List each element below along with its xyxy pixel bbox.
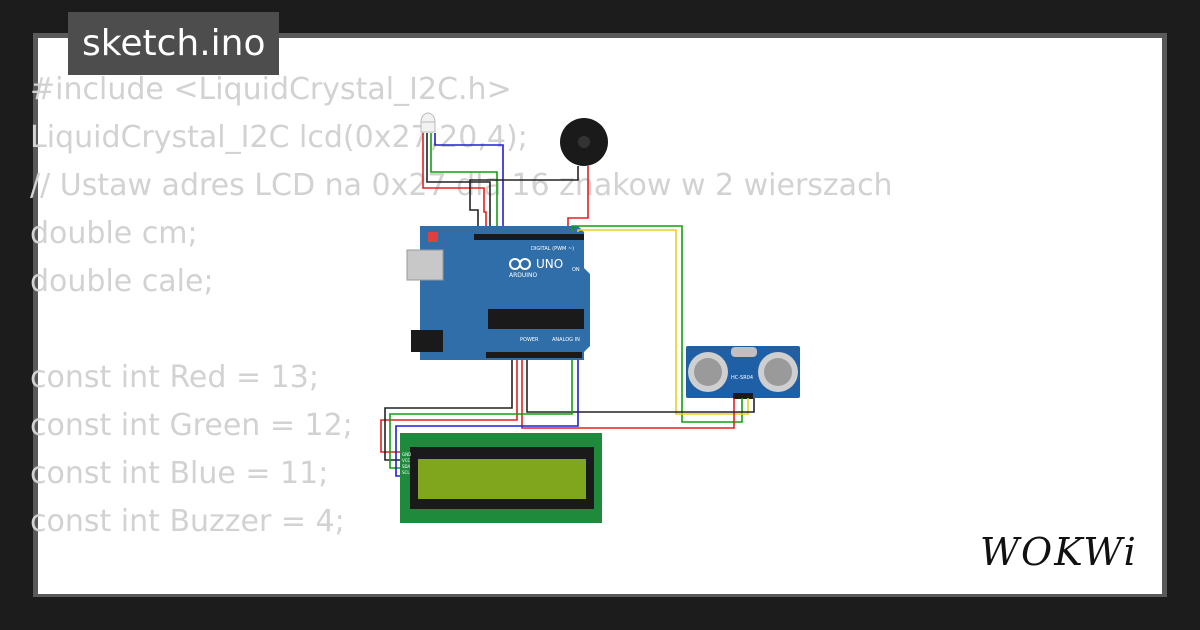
lcd-pin-gnd: GND [402, 452, 411, 457]
code-line: #include <LiquidCrystal_I2C.h> [30, 72, 512, 107]
wires-bottom [380, 225, 755, 477]
rgb-led [420, 112, 436, 133]
power-label: POWER [520, 337, 539, 343]
power-jack [411, 330, 443, 352]
buzzer [560, 118, 608, 166]
arduino-label: ARDUINO [509, 272, 538, 279]
lcd-pin-sda: SDA [402, 464, 411, 469]
svg-text:WOKWi: WOKWi [980, 530, 1138, 574]
sensor-label: HC-SR04 [731, 375, 753, 381]
wokwi-logo: WOKWi [980, 530, 1138, 574]
code-line: double cale; [30, 264, 214, 299]
code-line: const int Green = 12; [30, 408, 353, 443]
code-line: LiquidCrystal_I2C lcd(0x27,20,4); [30, 120, 528, 155]
lcd-pin-vcc: VCC [402, 458, 411, 463]
analog-label: ANALOG IN [552, 337, 580, 343]
lcd-display: GND VCC SDA SCL [400, 433, 602, 523]
code-line: const int Buzzer = 4; [30, 504, 345, 539]
lcd-pin-scl: SCL [402, 470, 410, 475]
digital-label: DIGITAL (PWM ~) [531, 246, 574, 252]
code-line: double cm; [30, 216, 198, 251]
sketch-title: sketch.ino [68, 12, 280, 75]
reset-button [428, 232, 438, 242]
code-preview: #include <LiquidCrystal_I2C.h> LiquidCry… [30, 66, 893, 594]
code-line: const int Blue = 11; [30, 456, 329, 491]
uno-label: UNO [536, 257, 563, 271]
arduino-uno: UNO ARDUINO DIGITAL (PWM ~) POWER ANALOG… [406, 226, 590, 360]
code-line: const int Red = 13; [30, 360, 319, 395]
on-label: ON [572, 267, 580, 273]
wires-top [422, 133, 589, 232]
hc-sr04-sensor: HC-SR04 [686, 346, 800, 399]
usb-port [406, 249, 444, 281]
atmega-chip [488, 309, 584, 329]
